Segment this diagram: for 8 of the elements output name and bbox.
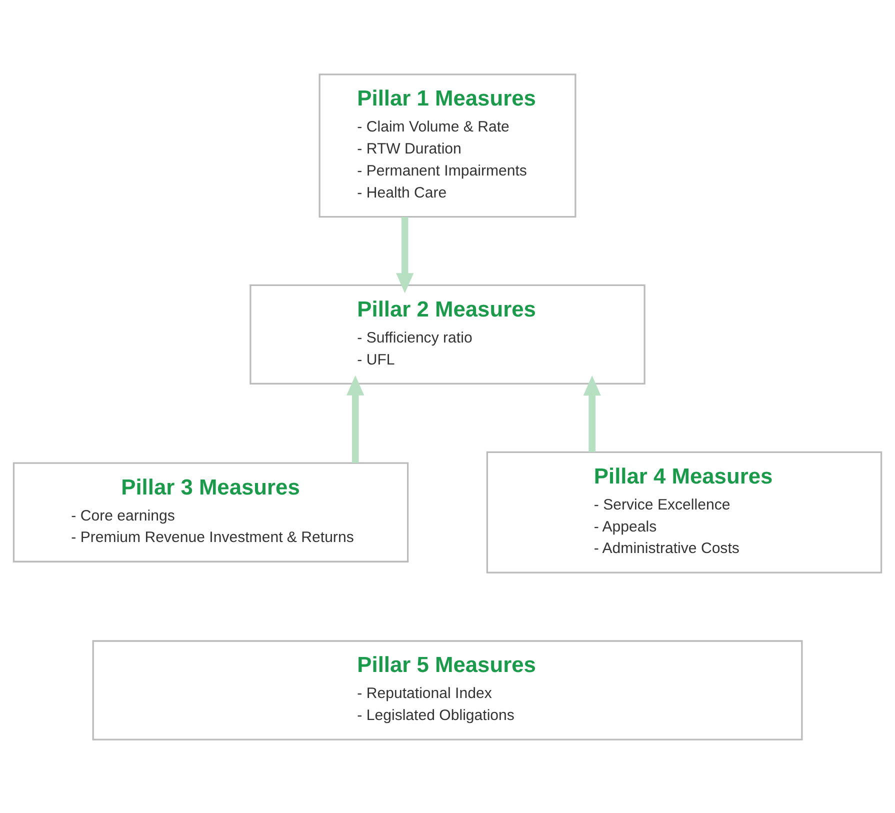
node-box: Pillar 1 Measures - Claim Volume & Rate - RTW Duration - Permanent Impairments - Health Care (318, 73, 576, 218)
node-box: Pillar 4 Measures - Service Excellence - Appeals - Administrative Costs (486, 450, 882, 573)
arrow (583, 374, 601, 452)
arrow (396, 216, 414, 293)
node-box: Pillar 3 Measures - Core earnings - Premium Revenue Investment & Returns (12, 462, 409, 562)
arrow (346, 374, 364, 462)
node-box: Pillar 2 Measures - Sufficiency ratio - UFL (250, 284, 646, 384)
node-box: Pillar 5 Measures - Reputational Index - Legislated Obligations (92, 640, 803, 740)
